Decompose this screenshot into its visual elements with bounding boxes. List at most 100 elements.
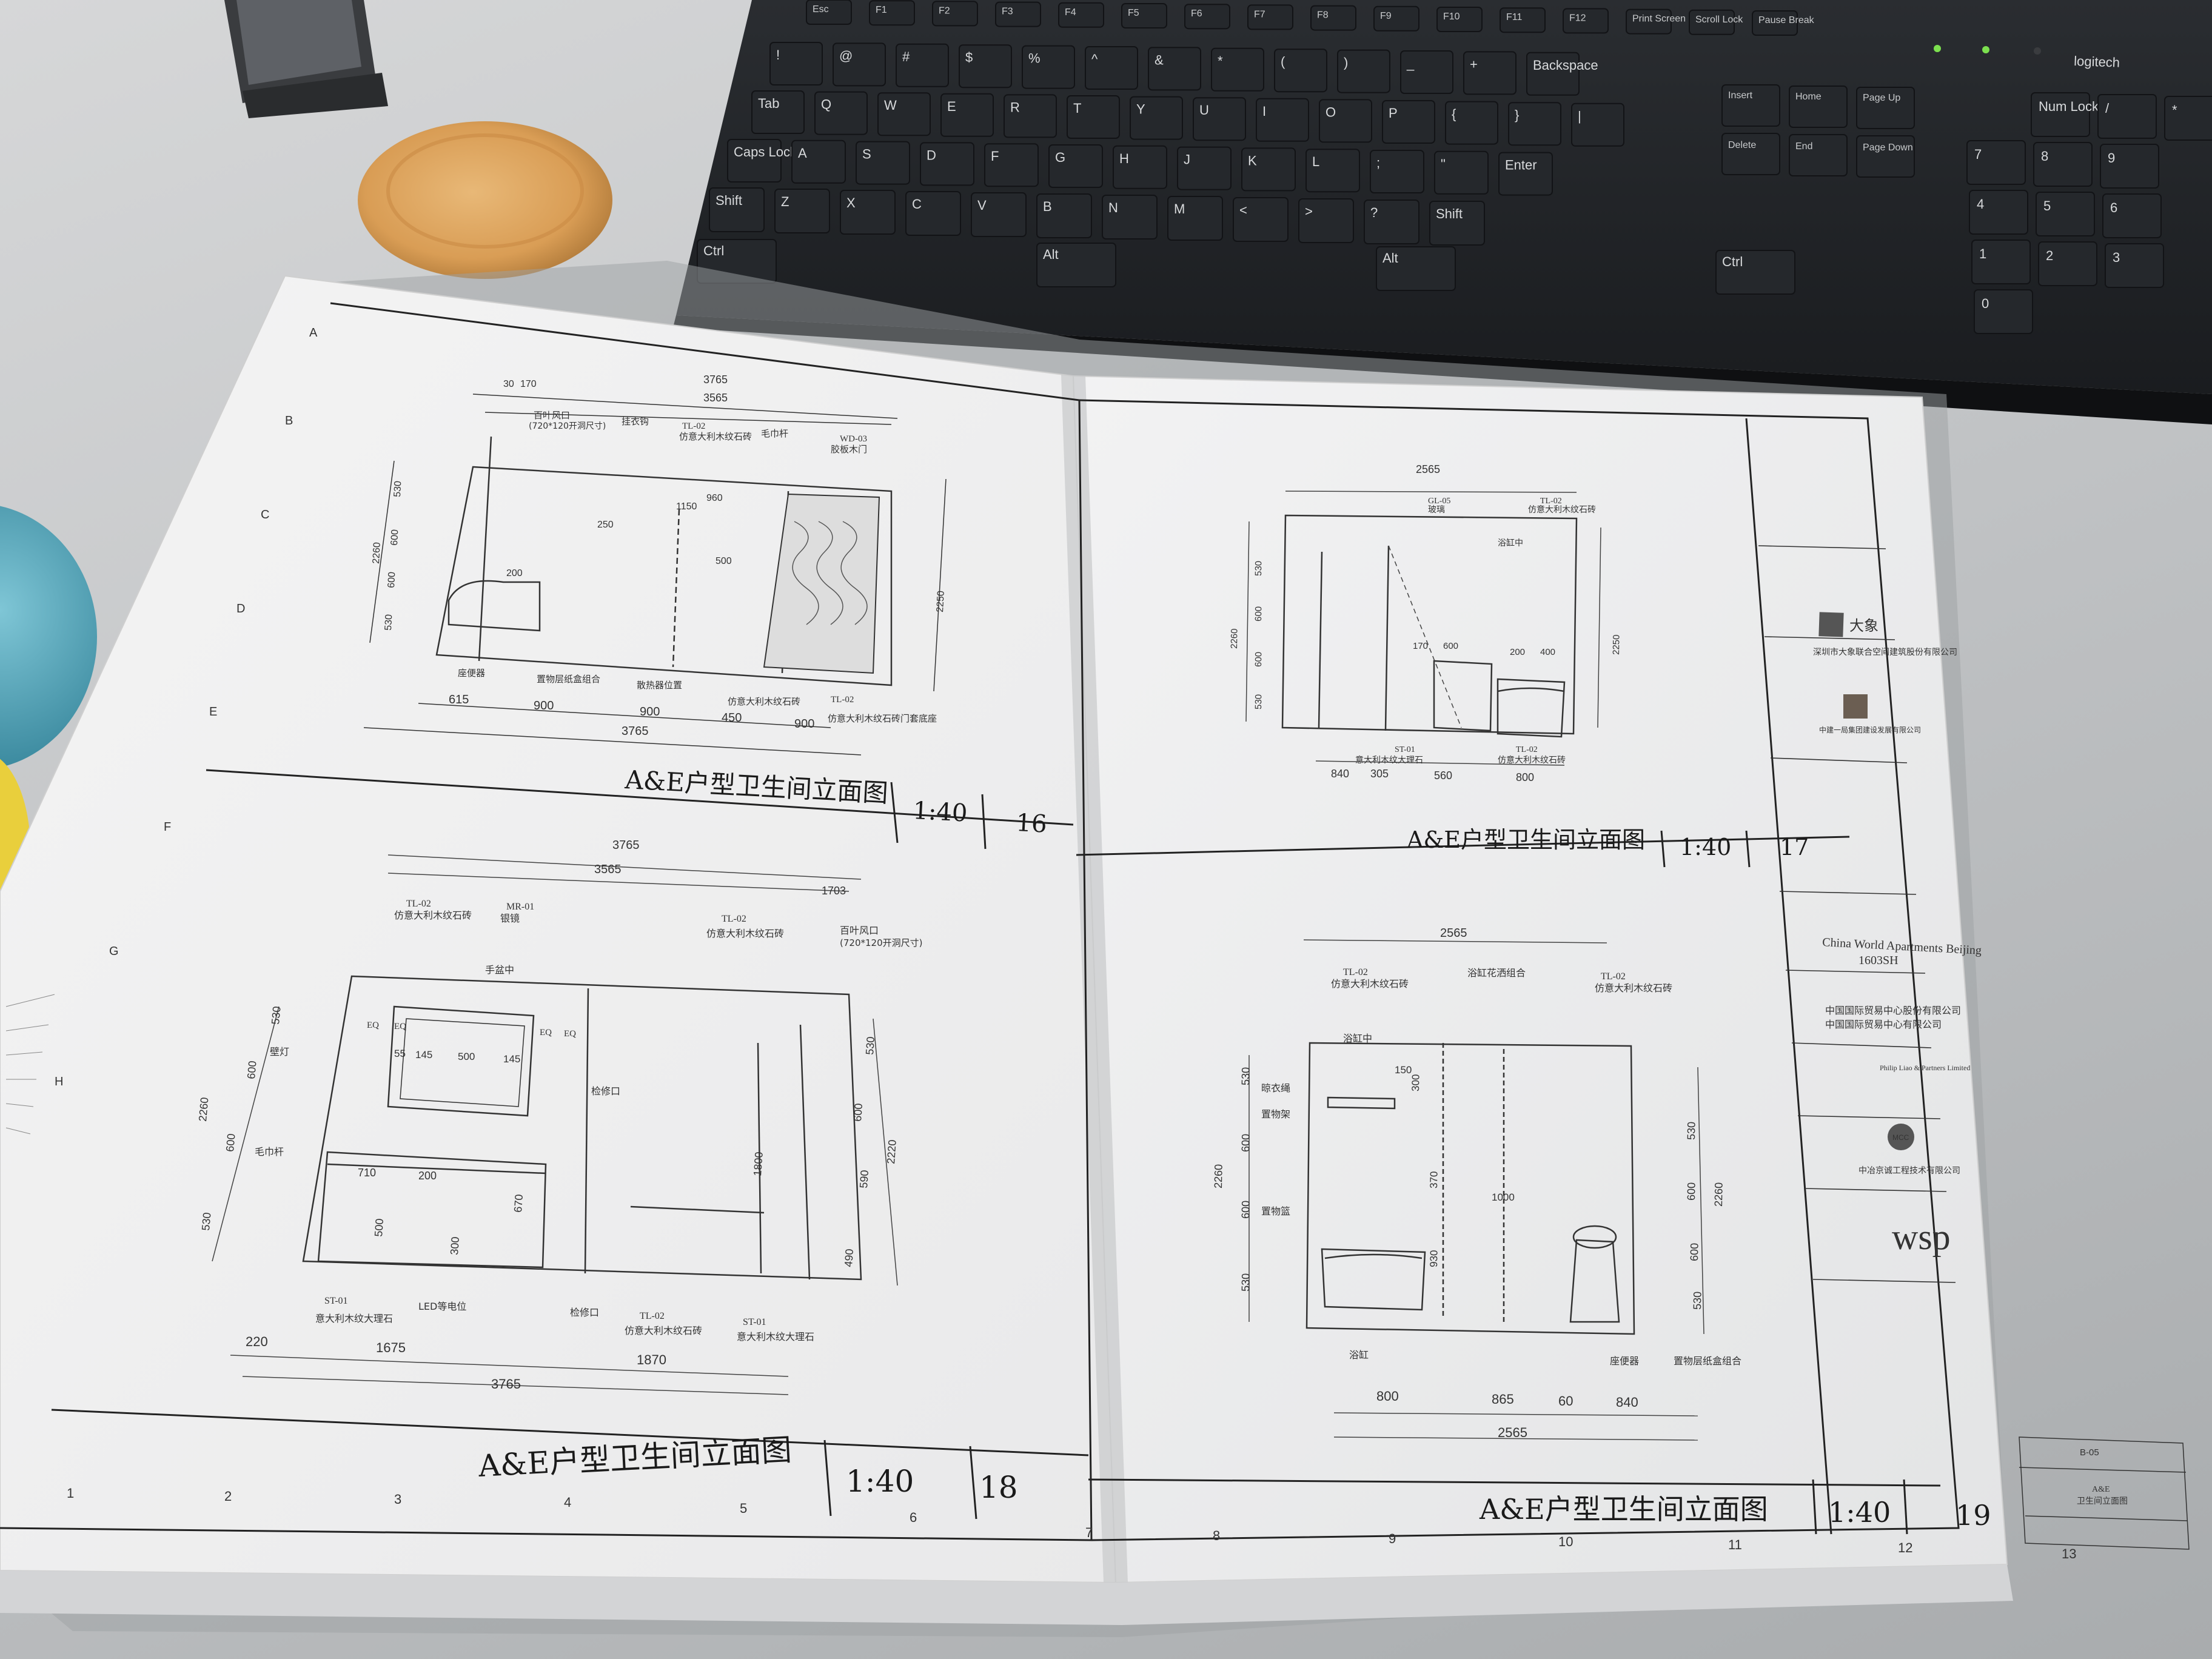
vdim-18-p: 500 [372, 1218, 386, 1237]
key-0 [727, 139, 782, 183]
left-sheet-frame [0, 302, 1093, 1541]
label-mr01: MR-01 [506, 902, 534, 912]
key-13 [1571, 102, 1624, 147]
label-st01-17: ST-01 [1395, 745, 1415, 754]
label-towel-bar-18: 毛巾杆 [255, 1146, 284, 1158]
vdim-16-b: 600 [389, 529, 400, 546]
key-label-15: Pause Break [1758, 15, 1815, 25]
label-wood-tile-b: 仿意大利木纹石砖 [728, 696, 800, 707]
key-label-0: Esc [813, 4, 829, 15]
key-12 [1563, 8, 1609, 34]
dim-3765-bottom-18: 3765 [491, 1376, 521, 1392]
key-2 [856, 141, 910, 185]
label-wood-tile-18c: 仿意大利木纹石砖 [625, 1325, 702, 1336]
dim-900-c: 900 [794, 717, 814, 731]
vdim-18-j: 2220 [885, 1139, 899, 1164]
dim-615: 615 [449, 693, 469, 706]
key-4 [1004, 94, 1057, 138]
key-9 [1298, 198, 1354, 243]
key-label-2: F2 [939, 5, 950, 16]
numpad-key-4 [2033, 142, 2093, 187]
vdim-19-o: 1000 [1492, 1191, 1515, 1203]
company-1-name: 深圳市大象联合空间建筑股份有限公司 [1813, 647, 1957, 657]
key-label-1: F1 [876, 5, 887, 15]
key-1 [814, 91, 868, 135]
key-7 [1211, 47, 1264, 92]
vdim-17-d: 530 [1253, 694, 1264, 709]
numpad-key-label-5: 9 [2108, 150, 2115, 166]
dim-800-19: 800 [1376, 1389, 1399, 1404]
key-6 [1102, 195, 1158, 240]
dim-840-19: 840 [1616, 1395, 1638, 1410]
vdim-18-i: 490 [842, 1248, 856, 1267]
vdim-19-c: 600 [1239, 1201, 1252, 1219]
label-tl02-18c: TL-02 [640, 1311, 665, 1321]
grid-3: 3 [394, 1492, 401, 1507]
dim-170: 170 [520, 379, 537, 389]
key-label-8: F8 [1317, 10, 1329, 21]
label-bath-center-17: 浴缸中 [1498, 538, 1523, 548]
label-toilet-19: 座便器 [1610, 1355, 1639, 1367]
key-4 [984, 143, 1039, 187]
dim-900-a: 900 [534, 699, 554, 712]
key-11 [1463, 51, 1517, 95]
label-tl02-17a: TL-02 [1540, 497, 1562, 506]
label-tl02-17b: TL-02 [1516, 745, 1538, 754]
key-2 [877, 92, 931, 136]
key-8 [1256, 98, 1309, 142]
key-9 [1319, 99, 1372, 143]
label-toilet: 座便器 [458, 668, 485, 679]
grid-6: 6 [910, 1510, 917, 1525]
key-label-7: M [1174, 201, 1185, 216]
key-label-6: F6 [1191, 8, 1202, 19]
grid-2: 2 [224, 1489, 232, 1504]
dim-1675-18: 1675 [376, 1340, 406, 1355]
label-marble-18b: 意大利木纹大理石 [737, 1331, 814, 1342]
key-10 [1436, 7, 1483, 32]
numpad-key-label-8: 6 [2110, 200, 2117, 215]
label-eq-2: EQ [394, 1022, 406, 1031]
vdim-19-f: 530 [1685, 1122, 1698, 1140]
label-wood-tile-18b: 仿意大利木纹石砖 [706, 928, 784, 939]
sheet-17-scale: 1:40 [1680, 834, 1731, 860]
key-label-5: ^ [1091, 52, 1098, 67]
title-block: 大象 深圳市大象联合空间建筑股份有限公司 中建一局集团建设发展有限公司 Chin… [1758, 545, 2190, 1550]
key-label-11: F11 [1506, 12, 1522, 22]
numpad-key-5 [2100, 144, 2159, 189]
wsp-logo: wsp [1892, 1217, 1951, 1257]
numpad-key-label-10: 2 [2046, 248, 2053, 263]
nav-key-label-3: Delete [1728, 140, 1756, 150]
key-label-14: Scroll Lock [1695, 15, 1743, 25]
vdim-18-m: 200 [418, 1170, 437, 1182]
right-page [1072, 375, 2008, 1584]
key-0 [1721, 84, 1780, 127]
vdim-18-n: 670 [512, 1194, 525, 1213]
key-label-9: ) [1344, 55, 1348, 70]
label-door-base: 仿意大利木纹石砖门套底座 [828, 713, 937, 724]
key-label-12: Backspace [1533, 58, 1598, 73]
key-9 [1337, 49, 1390, 93]
grid-9: 9 [1389, 1531, 1396, 1546]
label-eq-4: EQ [564, 1029, 576, 1039]
label-tl02-b: TL-02 [831, 695, 854, 705]
key-3 [959, 44, 1012, 89]
label-vent-size-18: (720*120开洞尺寸) [840, 937, 922, 948]
key-label-3: E [947, 99, 956, 114]
label-bath-center-19: 浴缸中 [1343, 1033, 1372, 1044]
sheet-no: B-05 [2080, 1447, 2099, 1458]
dim-2565-bottom-19: 2565 [1498, 1425, 1527, 1440]
numpad-key-label-1: / [2105, 101, 2110, 116]
sheet-19-title: A&E户型卫生间立面图 [1479, 1493, 1768, 1526]
numpad-key-label-12: 0 [1982, 296, 1989, 311]
key-label-9: O [1326, 104, 1336, 119]
key-1 [774, 189, 830, 233]
key-label-5: F5 [1128, 8, 1139, 18]
key-9 [1373, 5, 1419, 32]
key-12 [1526, 52, 1580, 96]
key-0 [806, 0, 852, 25]
dim-3765-top-18: 3765 [612, 839, 640, 852]
key-label-12: Enter [1505, 158, 1537, 173]
label-led-bonding: LED等电位 [418, 1301, 466, 1312]
key-label-3: F3 [1002, 7, 1013, 17]
key-label-6: H [1119, 151, 1129, 166]
